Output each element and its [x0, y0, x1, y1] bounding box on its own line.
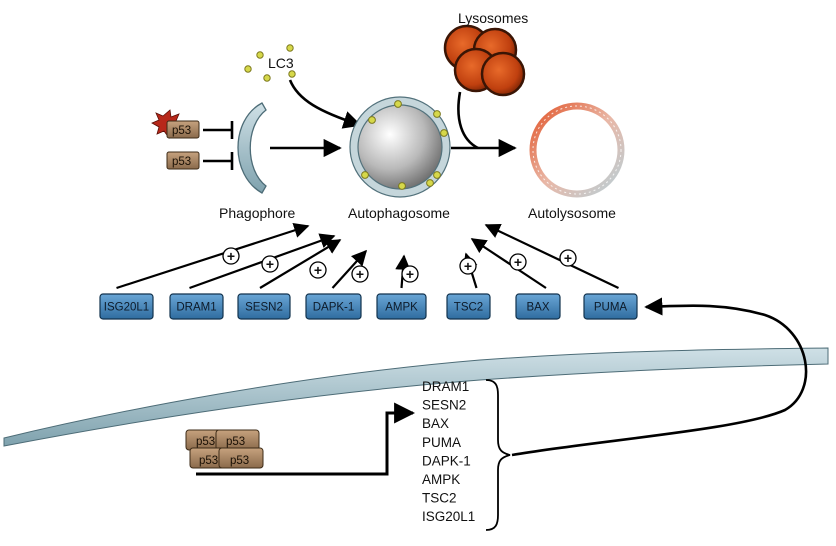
target-gene-tsc2: TSC2: [422, 491, 457, 506]
gene-box-puma: [583, 293, 638, 320]
gene-label-ampk: AMPK: [385, 302, 418, 314]
target-gene-isg20l1: ISG20L1: [422, 509, 475, 524]
transcription-arrow: [196, 402, 416, 476]
gene-box-sesn2: [237, 293, 291, 320]
gene-label-isg20l1: ISG20L1: [104, 302, 149, 314]
p53-tetramer: p53 p53 p53 p53: [185, 429, 264, 469]
gene-label-dapk-1: DAPK-1: [313, 302, 355, 314]
target-gene-sesn2: SESN2: [422, 398, 466, 413]
activation-arrow-sesn2: [259, 239, 342, 289]
plus-sign: +: [227, 248, 235, 264]
plus-sign: +: [356, 266, 364, 282]
gene-box-isg20l1: [99, 293, 154, 320]
p53-label-mutant: p53: [172, 125, 191, 137]
gene-boxes: ISG20L1 DRAM1 SESN2 DAPK-1 AMPK TSC2 BAX PUMA: [99, 293, 638, 320]
autolysosome: [529, 102, 625, 198]
plus-circle-icon: [509, 253, 527, 271]
target-list-brace: [485, 379, 511, 531]
phagophore-label: Phagophore: [219, 205, 296, 221]
gene-label-bax: BAX: [526, 302, 549, 314]
plus-circle-icon: [401, 265, 419, 283]
gene-label-dram1: DRAM1: [176, 302, 216, 314]
gene-label-sesn2: SESN2: [245, 302, 283, 314]
plus-sign: +: [266, 256, 274, 272]
plus-sign: +: [514, 254, 522, 270]
plus-circle-icon: [351, 265, 369, 283]
feedback-arrow-to-puma: [511, 297, 808, 457]
plus-circle-icon: [459, 257, 477, 275]
activation-arrow-dapk-1: [331, 249, 368, 289]
activation-arrow-puma: [484, 223, 619, 289]
plus-circle-icon: [261, 255, 279, 273]
p53-label-4: p53: [230, 455, 249, 467]
target-gene-dapk-1: DAPK-1: [422, 453, 471, 468]
gene-box-dram1: [169, 293, 224, 320]
lysosome-cluster: [443, 24, 526, 97]
target-gene-ampk: AMPK: [422, 472, 460, 487]
lc3-label: LC3: [268, 55, 294, 71]
p53-inhibitor: p53: [166, 151, 234, 170]
gene-label-tsc2: TSC2: [454, 302, 483, 314]
target-gene-puma: PUMA: [422, 435, 461, 450]
lc3-dots: [244, 44, 296, 82]
phagophore: [237, 102, 267, 194]
gene-box-bax: [515, 293, 561, 320]
target-gene-bax: BAX: [422, 416, 449, 431]
autolysosome-label: Autolysosome: [528, 205, 616, 221]
autophagosome-label: Autophagosome: [348, 205, 450, 221]
lysosomes-label: Lysosomes: [458, 10, 528, 26]
activation-arrow-isg20l1: [116, 222, 310, 290]
plus-circle-icon: [222, 247, 240, 265]
gene-box-ampk: [376, 293, 427, 320]
p53-label-1: p53: [196, 436, 215, 448]
target-gene-dram1: DRAM1: [422, 379, 469, 394]
p53-label-3: p53: [199, 455, 218, 467]
activation-arrow-bax: [470, 238, 547, 289]
plus-sign: +: [314, 262, 322, 278]
gene-box-tsc2: [446, 293, 491, 320]
autophagosome: [349, 96, 451, 198]
lysosome-fusion-curve: [457, 91, 479, 150]
p53-inhibitor-mutant: p53: [151, 109, 234, 139]
nuclear-membrane: [3, 347, 829, 447]
gene-label-puma: PUMA: [594, 302, 628, 314]
gene-activation-arrows: + + + + + + + +: [116, 222, 619, 290]
p53-label-wildtype: p53: [172, 156, 191, 168]
plus-sign: +: [406, 266, 414, 282]
plus-circle-icon: [559, 249, 577, 267]
lc3-arrow: [288, 79, 362, 129]
plus-sign: +: [564, 250, 572, 266]
p53-label-2: p53: [226, 436, 245, 448]
plus-circle-icon: [309, 261, 327, 279]
plus-sign: +: [464, 258, 472, 274]
gene-box-dapk-1: [305, 293, 362, 320]
